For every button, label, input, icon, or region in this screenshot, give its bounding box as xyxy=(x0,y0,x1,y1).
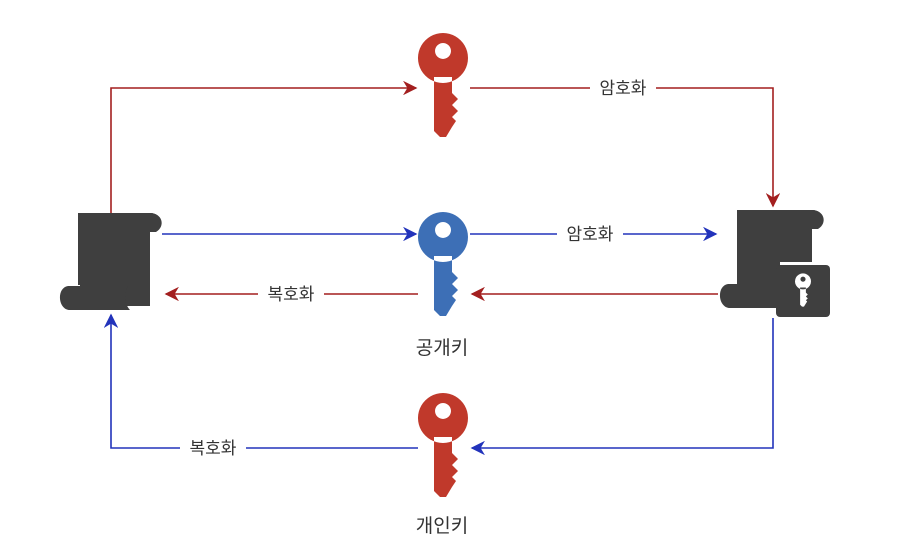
bottom-path-line xyxy=(470,318,774,456)
public-key-caption: 공개키 xyxy=(416,337,468,359)
mid-encrypt-label: 암호화 xyxy=(567,225,614,245)
mid-decrypt-label: 복호화 xyxy=(268,285,315,305)
top-path-line xyxy=(110,80,418,213)
locked-scroll-document-icon xyxy=(719,210,830,317)
top-key-icon xyxy=(418,33,468,137)
top-encrypt-label: 암호화 xyxy=(600,79,647,99)
scroll-document-icon xyxy=(59,213,162,310)
private-key-caption: 개인키 xyxy=(416,515,468,537)
public-key-icon xyxy=(418,212,468,316)
top-encrypt-line xyxy=(470,87,781,208)
private-key-icon xyxy=(418,393,468,497)
bottom-decrypt-label: 복호화 xyxy=(190,439,237,459)
bottom-decrypt-line xyxy=(103,313,418,449)
